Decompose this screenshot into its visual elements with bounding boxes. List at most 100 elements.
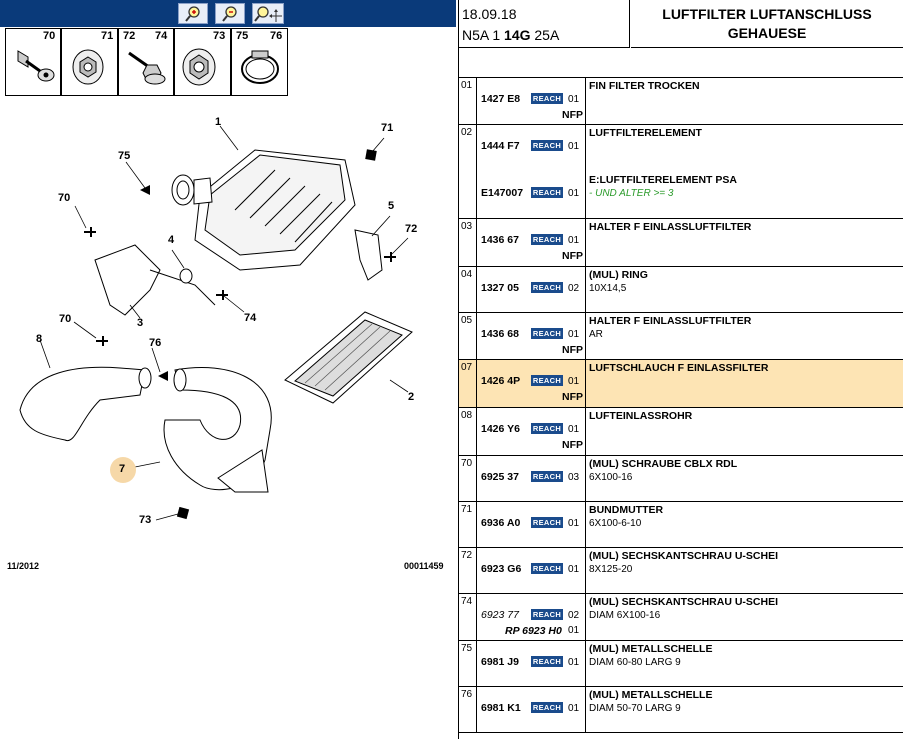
position-cell: 72 <box>459 548 477 593</box>
zoom-move-button[interactable] <box>252 3 284 24</box>
thumb-73[interactable]: 73 <box>174 28 231 96</box>
label-72[interactable]: 72 <box>405 223 418 235</box>
quantity: 01 <box>568 188 580 199</box>
reach-badge[interactable]: REACH <box>531 140 563 151</box>
label-76[interactable]: 76 <box>149 337 162 349</box>
bracket-3 <box>94 244 216 316</box>
reach-badge[interactable]: REACH <box>531 375 563 386</box>
zoom-out-button[interactable] <box>215 3 245 24</box>
reach-badge[interactable]: REACH <box>531 563 563 574</box>
reach-badge[interactable]: REACH <box>531 93 563 104</box>
quantity: 01 <box>568 235 580 246</box>
position-number: 04 <box>461 269 473 280</box>
label-1[interactable]: 1 <box>215 116 222 128</box>
nfp-flag: NFP <box>562 250 583 262</box>
nfp-flag: NFP <box>562 391 583 403</box>
quantity: 03 <box>568 472 580 483</box>
zoom-in-button[interactable] <box>178 3 208 24</box>
label-3[interactable]: 3 <box>137 317 144 329</box>
header-info: 18.09.18 N5A 1 14G 25A <box>459 0 630 48</box>
part-description: LUFTSCHLAUCH F EINLASSFILTER <box>589 362 769 374</box>
reach-badge[interactable]: REACH <box>531 423 563 434</box>
label-5[interactable]: 5 <box>388 200 395 212</box>
part-description: HALTER F EINLASSLUFTFILTER <box>589 221 752 233</box>
position-number: 76 <box>461 689 473 700</box>
label-4[interactable]: 4 <box>168 234 175 246</box>
position-cell: 02 <box>459 125 477 218</box>
reach-badge[interactable]: REACH <box>531 656 563 667</box>
part-spec: DIAM 50-70 LARG 9 <box>589 703 681 714</box>
nfp-flag: NFP <box>562 109 583 121</box>
position-cell: 05 <box>459 313 477 359</box>
label-70[interactable]: 70 <box>58 192 71 204</box>
exploded-diagram: 1 71 75 70 4 5 72 3 74 70 8 76 2 7 73 <box>0 100 456 580</box>
part-reference: 1427 E8 <box>481 93 521 105</box>
thumb-70[interactable]: 70 <box>5 28 61 96</box>
hose-clamp-icon <box>241 50 279 84</box>
leader-lines <box>39 125 409 521</box>
header-model: N5A 1 14G 25A <box>462 27 560 43</box>
label-70b[interactable]: 70 <box>59 313 72 325</box>
label-73[interactable]: 73 <box>139 514 152 526</box>
label-74[interactable]: 74 <box>244 312 257 324</box>
part-reference: 1436 68 <box>481 328 519 340</box>
position-cell: 75 <box>459 641 477 686</box>
position-cell: 08 <box>459 408 477 455</box>
part-spec: 10X14,5 <box>589 283 627 294</box>
quantity: 01 <box>568 94 580 105</box>
ring-4 <box>179 268 193 284</box>
position-number: 75 <box>461 643 473 654</box>
reach-badge[interactable]: REACH <box>531 187 563 198</box>
thumb-71[interactable]: 71 <box>61 28 118 96</box>
reach-badge[interactable]: REACH <box>531 517 563 528</box>
quantity: 01 <box>568 329 580 340</box>
reach-badge[interactable]: REACH <box>531 282 563 293</box>
position-cell: 01 <box>459 78 477 124</box>
position-cell: 04 <box>459 267 477 312</box>
position-number: 05 <box>461 315 473 326</box>
part-reference: 1426 Y6 <box>481 423 520 435</box>
part-description: (MUL) METALLSCHELLE <box>589 689 713 701</box>
thumb-72-74[interactable]: 72 74 <box>118 28 174 96</box>
part-description: (MUL) RING <box>589 269 648 281</box>
part-spec: 8X125-20 <box>589 564 633 575</box>
reach-badge[interactable]: REACH <box>531 234 563 245</box>
part-reference: 1444 F7 <box>481 140 520 152</box>
reach-badge[interactable]: REACH <box>531 471 563 482</box>
label-71[interactable]: 71 <box>381 122 394 134</box>
reach-badge[interactable]: REACH <box>531 328 563 339</box>
reach-badge[interactable]: REACH <box>531 609 563 620</box>
label-8[interactable]: 8 <box>36 333 43 345</box>
label-2[interactable]: 2 <box>408 391 415 403</box>
exploded-view-drawing <box>19 125 413 521</box>
part-reference: E147007 <box>481 187 524 199</box>
reach-badge[interactable]: REACH <box>531 702 563 713</box>
label-7[interactable]: 7 <box>119 463 126 475</box>
diagram-ref: 00011459 <box>404 561 444 571</box>
position-number: 72 <box>461 550 473 561</box>
part-description: (MUL) METALLSCHELLE <box>589 643 713 655</box>
part-thumbnails: 70 71 72 74 73 <box>5 28 288 96</box>
part-spec: DIAM 60-80 LARG 9 <box>589 657 681 668</box>
label-75[interactable]: 75 <box>118 150 131 162</box>
thumb-75-76[interactable]: 75 76 <box>231 28 288 96</box>
